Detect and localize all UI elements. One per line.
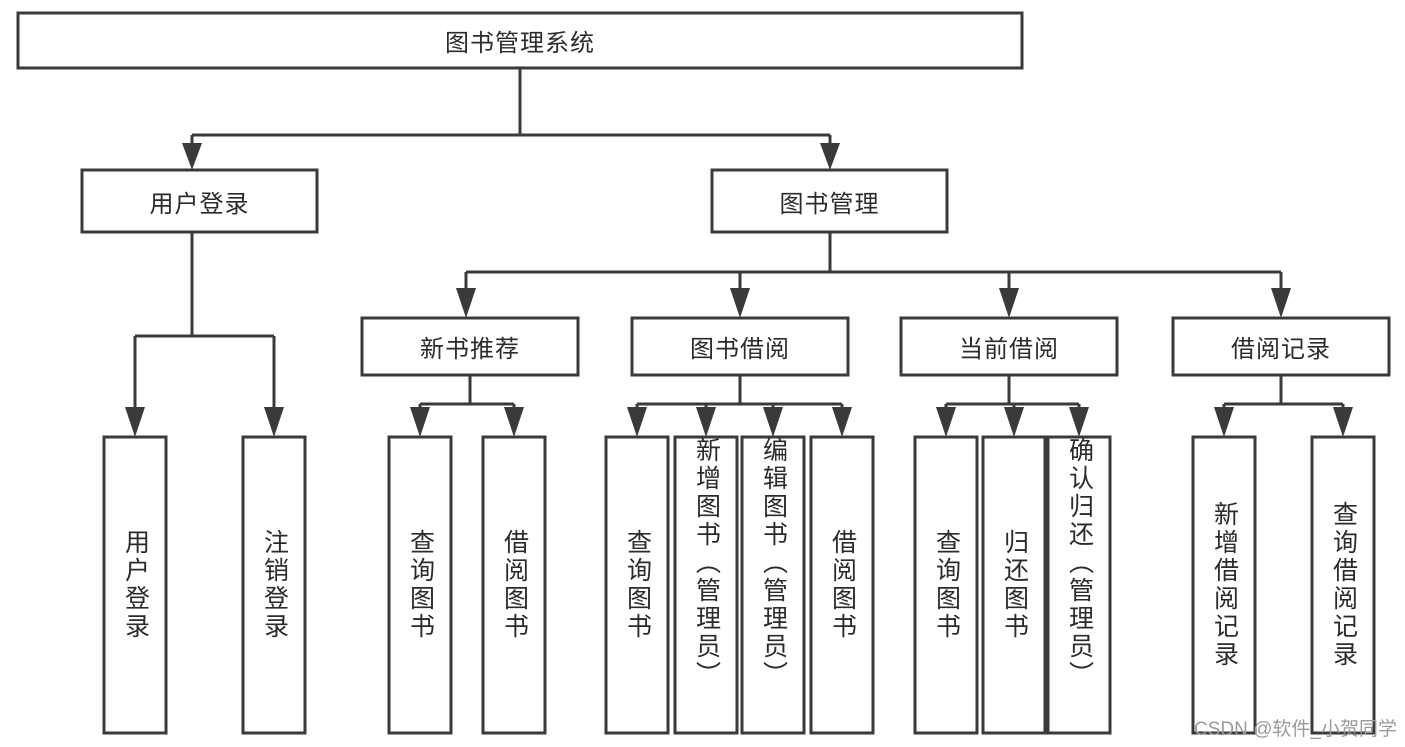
connector-group-user-login — [125, 232, 284, 437]
node-leaf-confirm-return[interactable] — [1046, 435, 1112, 735]
arrow-head-new-book-recommend — [456, 288, 476, 318]
arrow-head-leaf-query-record — [1333, 407, 1353, 437]
arrow-head-leaf-confirm-return — [1069, 407, 1089, 437]
node-leaf-user-logout[interactable] — [241, 435, 307, 735]
node-borrow-record[interactable] — [1171, 316, 1391, 377]
node-book-borrow[interactable] — [630, 316, 850, 377]
arrow-head-current-borrow — [999, 288, 1019, 318]
connector-group-root — [182, 68, 840, 170]
arrow-head-leaf-borrow-book-1 — [504, 407, 524, 437]
arrow-head-leaf-add-book — [696, 407, 716, 437]
connector-group-new-book-recommend — [410, 375, 524, 437]
node-user-login[interactable] — [80, 168, 319, 234]
node-leaf-query-book-2[interactable] — [604, 435, 670, 735]
node-leaf-user-login[interactable] — [102, 435, 168, 735]
arrow-head-leaf-user-logout — [264, 407, 284, 437]
arrow-head-book-manage — [820, 143, 840, 170]
node-leaf-borrow-book-1[interactable] — [481, 435, 547, 735]
arrow-head-borrow-record — [1271, 288, 1291, 318]
arrow-head-user-login — [182, 143, 202, 170]
arrow-head-leaf-user-login — [125, 407, 145, 437]
connector-group-book-manage — [456, 232, 1291, 318]
node-leaf-return-book[interactable] — [981, 435, 1047, 735]
arrow-head-leaf-query-book-1 — [410, 407, 430, 437]
arrow-head-leaf-edit-book — [763, 407, 783, 437]
arrow-head-leaf-add-record — [1214, 407, 1234, 437]
node-leaf-query-record[interactable] — [1310, 435, 1376, 735]
arrow-head-leaf-borrow-book-2 — [832, 407, 852, 437]
node-current-borrow[interactable] — [899, 316, 1119, 377]
node-book-manage[interactable] — [710, 168, 949, 234]
arrow-head-book-borrow — [730, 288, 750, 318]
connector-group-current-borrow — [936, 375, 1089, 437]
connector-group-borrow-record — [1214, 375, 1353, 437]
node-leaf-add-book[interactable] — [673, 435, 739, 735]
arrow-head-leaf-return-book — [1004, 407, 1024, 437]
connector-group-book-borrow — [627, 375, 852, 437]
node-root[interactable] — [16, 11, 1024, 70]
node-leaf-query-book-3[interactable] — [913, 435, 979, 735]
node-leaf-query-book-1[interactable] — [387, 435, 453, 735]
arrow-head-leaf-query-book-3 — [936, 407, 956, 437]
node-leaf-add-record[interactable] — [1191, 435, 1257, 735]
node-leaf-edit-book[interactable] — [740, 435, 806, 735]
node-new-book-recommend[interactable] — [360, 316, 580, 377]
node-leaf-borrow-book-2[interactable] — [809, 435, 875, 735]
arrow-head-leaf-query-book-2 — [627, 407, 647, 437]
